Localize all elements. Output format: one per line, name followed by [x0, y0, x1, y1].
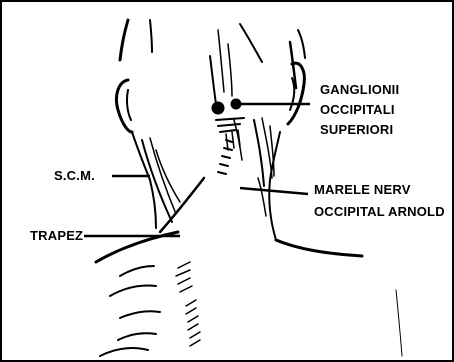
label-ganglionii: GANGLIONII OCCIPITALI SUPERIORI — [320, 82, 399, 138]
nerv-leader — [240, 188, 308, 194]
ganglionii-line-3: SUPERIORI — [320, 122, 399, 138]
leader-lines — [84, 104, 310, 236]
nerv-line-2: OCCIPITAL ARNOLD — [314, 204, 445, 220]
nerv-line-1: MARELE NERV — [314, 182, 445, 198]
label-scm: S.C.M. — [54, 168, 95, 184]
ganglionii-line-2: OCCIPITALI — [320, 102, 399, 118]
label-nerv: MARELE NERV OCCIPITAL ARNOLD — [314, 182, 445, 220]
label-trapez: TRAPEZ — [30, 228, 83, 244]
ganglionii-line-1: GANGLIONII — [320, 82, 399, 98]
